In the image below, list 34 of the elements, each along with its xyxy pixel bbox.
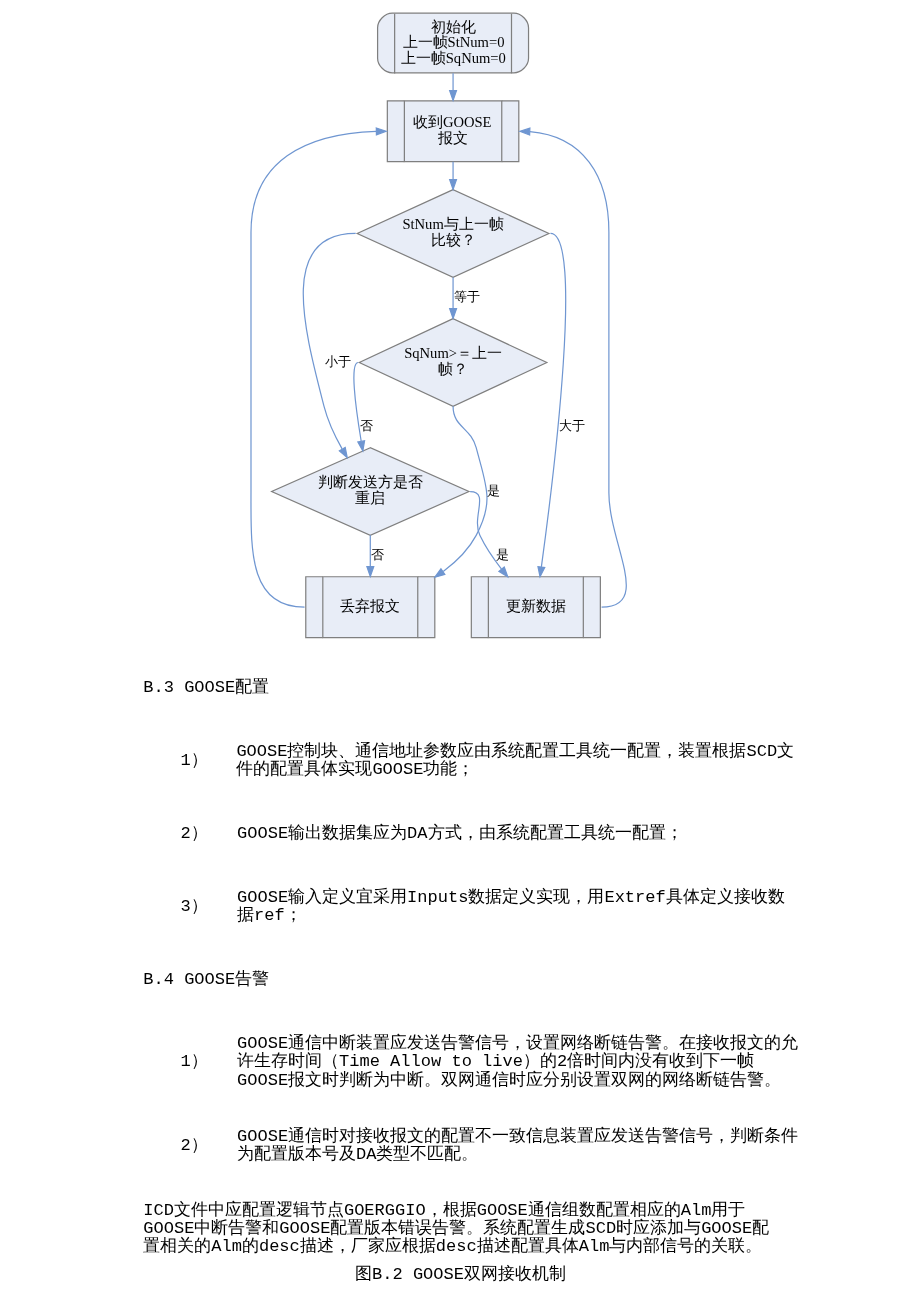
edge-label: 大于	[558, 418, 585, 434]
edge-label: 是	[495, 547, 509, 563]
arrow	[448, 276, 457, 321]
arrow	[352, 361, 365, 453]
label: 1）	[180, 1052, 208, 1072]
label: GOOSE输出数据集应为DA方式，由系统配置工具统一配置；	[236, 824, 683, 844]
label: GOOSE通信时对接收报文的配置不一致信息装置应发送告警信号，判断条件为配置版本号及DA类型不匹配。	[236, 1126, 798, 1164]
edge-label: 是	[486, 482, 500, 498]
edge-label: 等于	[453, 289, 480, 305]
label: GOOSE通信中断装置应发送告警信号，设置网络断链告警。在接收报文的允许生存时间（Time Allow to live）的2倍时间内没有收到下一帧GOOSE报文时判断为中断。双网通信时应分别设置双网的网络断链告警。	[236, 1034, 798, 1090]
arrow	[448, 72, 457, 103]
label: 1）	[180, 751, 208, 771]
label: B.4 GOOSE告警	[142, 970, 269, 990]
label: 2）	[180, 824, 208, 844]
node-diamond: SqNum>＝上一帧？	[357, 318, 548, 407]
arrow	[249, 127, 388, 608]
node-diamond: StNum与上一帧比较？	[355, 188, 550, 278]
arrow	[517, 127, 627, 608]
label: GOOSE控制块、通信地址参数应由系统配置工具统一配置，装置根据SCD文件的配置具体实现GOOSE功能；	[235, 741, 794, 780]
arrow	[432, 405, 488, 579]
edge-label: 小于	[324, 353, 351, 369]
arrow	[365, 534, 375, 579]
arrow	[536, 232, 566, 579]
label: ICD文件中应配置逻辑节点GOERGGIO，根据GOOSE通信组数配置相应的Alm用于GOOSE中断告警和GOOSE配置版本错误告警。系统配置生成SCD时应添加与GOOSE配置相关的Alm的desc描述，厂家应根据desc描述配置具体Alm与内部信号的关联。	[142, 1200, 769, 1257]
caption: 图B.2 GOOSE双网接收机制	[354, 1265, 566, 1285]
label: 2）	[180, 1135, 208, 1155]
edge-label: 否	[370, 547, 384, 563]
label: 3）	[180, 897, 208, 917]
arrow	[448, 161, 457, 192]
arrow	[469, 490, 509, 579]
edge-label: 否	[359, 418, 373, 434]
arrow	[302, 232, 356, 460]
label: B.3 GOOSE配置	[142, 678, 269, 698]
label: GOOSE输入定义宜采用Inputs数据定义实现，用Extref具体定义接收数据ref；	[236, 888, 785, 926]
